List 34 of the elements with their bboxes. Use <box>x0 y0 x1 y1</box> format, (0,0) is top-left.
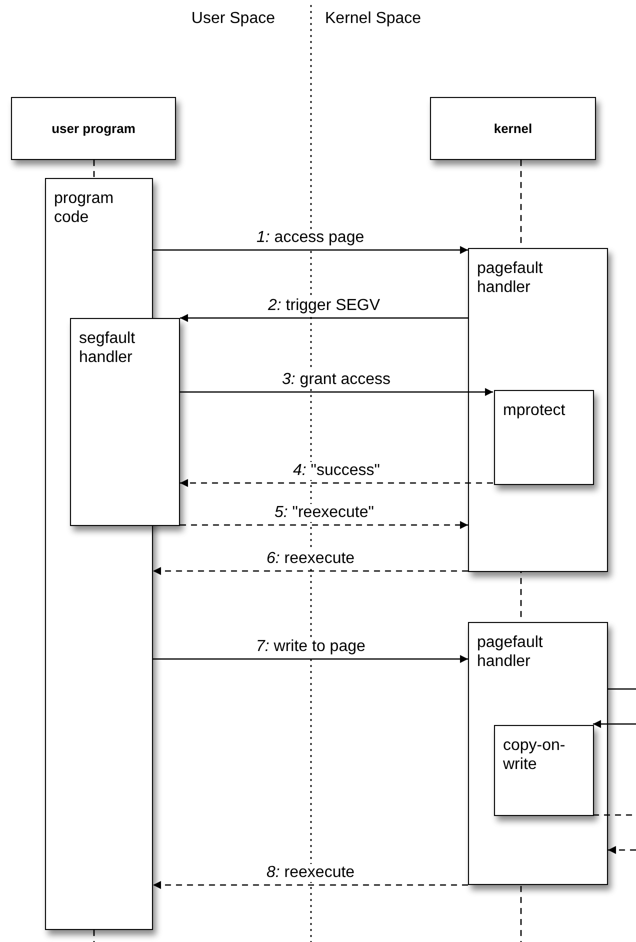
edge-label: 4: "success" <box>291 462 382 480</box>
message-arrow <box>180 479 493 487</box>
participant-box <box>11 97 176 160</box>
message-arrow <box>180 521 468 529</box>
edge-label: 3: grant access <box>280 371 392 389</box>
region-label: Kernel Space <box>325 10 422 28</box>
message-arrow <box>153 567 468 575</box>
message-arrow <box>153 655 468 663</box>
edge-label: 2: trigger SEGV <box>266 297 382 315</box>
activation-label: segfault handler <box>79 329 136 367</box>
region-label: User Space <box>191 10 275 28</box>
activation-bar <box>494 725 594 816</box>
activation-bar <box>70 318 180 526</box>
message-arrow <box>180 314 468 322</box>
message-arrow <box>593 720 636 728</box>
activation-bar <box>468 622 608 885</box>
activation-label: program code <box>54 189 115 227</box>
activation-label: copy-on-write <box>503 736 566 774</box>
message-arrow <box>608 846 636 854</box>
participant-box <box>430 97 596 160</box>
message-arrow <box>153 246 468 254</box>
edge-label: 5: "reexecute" <box>272 504 376 522</box>
activation-label: pagefault handler <box>477 259 544 297</box>
edge-label: 6: reexecute <box>264 550 357 568</box>
edge-label: 1: access page <box>254 229 366 247</box>
edge-label: 8: reexecute <box>264 864 357 882</box>
activation-bar <box>468 248 608 572</box>
message-arrow <box>153 881 468 889</box>
participant-name: kernel <box>494 120 532 138</box>
activation-label: pagefault handler <box>477 633 544 671</box>
participant-name: user program <box>52 120 136 138</box>
activation-bar <box>494 390 594 485</box>
activation-label: mprotect <box>503 401 566 420</box>
message-arrow <box>180 388 493 396</box>
